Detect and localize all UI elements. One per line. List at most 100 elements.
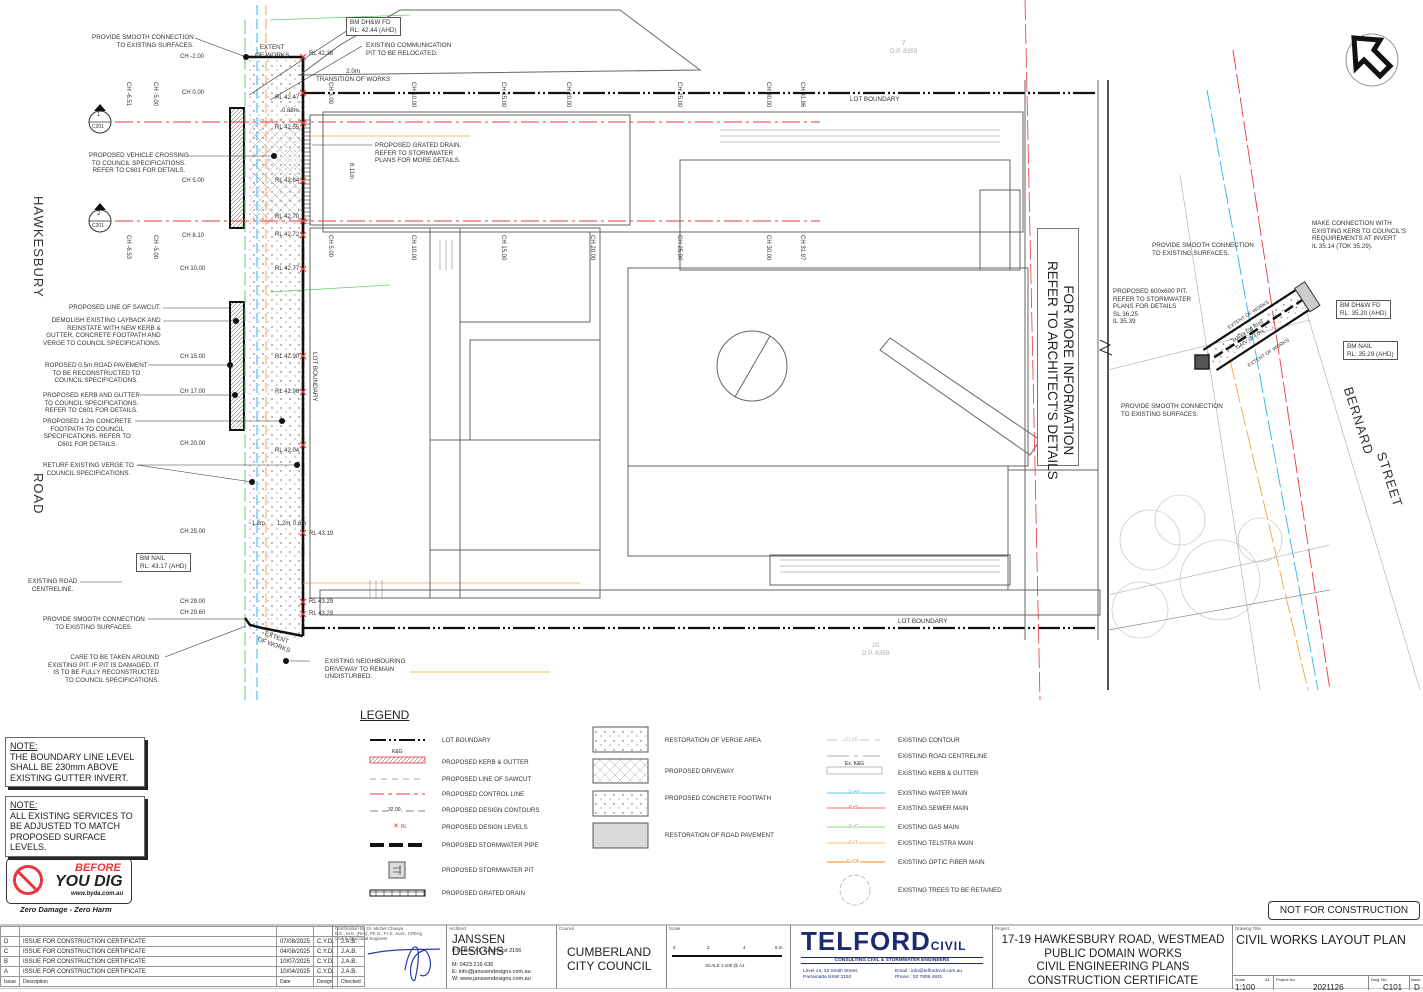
label-transition: 2.0m TRANSITION OF WORKS [316, 68, 391, 83]
design-level: RL 42.77 [275, 266, 300, 272]
design-level: RL 43.19 [309, 531, 334, 537]
byd-url: www.byda.com.au [71, 891, 124, 897]
chainage-mid: CH 31.97 [799, 235, 805, 261]
drawing-title-cell: Drawing Title CIVIL WORKS LAYOUT PLAN Sc… [1232, 925, 1423, 992]
note-boundary-level: NOTE: THE BOUNDARY LINE LEVEL SHALL BE 2… [5, 737, 145, 787]
driveway-area [250, 118, 302, 224]
legend-item: PROPOSED GRATED DRAIN [442, 890, 526, 897]
label-neighbour-driveway: EXISTING NEIGHBOURING DRIVEWAY TO REMAIN… [325, 658, 406, 681]
design-level: RL 42.38 [309, 51, 334, 57]
byd-before: BEFORE [75, 862, 121, 874]
label-make-connection: MAKE CONNECTION WITH EXISTING KERB TO CO… [1312, 220, 1407, 250]
design-level: RL 43.29 [309, 599, 334, 605]
not-for-construction-stamp: NOT FOR CONSTRUCTION [1268, 901, 1420, 920]
label-lot-boundary-top: LOT BOUNDARY [850, 96, 900, 103]
before-you-dig-logo: BEFORE YOU DIG www.byda.com.au [6, 858, 132, 904]
no-dig-icon [13, 865, 43, 895]
chainage-top: CH 10.00 [410, 82, 416, 108]
label-lot-boundary-side: LOT BOUNDARY [311, 352, 318, 402]
legend-rl-symbol: ✕ RL [393, 823, 408, 830]
project-cell: Project 17-19 HAWKESBURY ROAD, WESTMEAD … [992, 925, 1233, 989]
label-demolish-layback: DEMOLISH EXISTING LAYBACK AND REINSTATE … [43, 317, 161, 347]
legend-item: EXISTING ROAD CENTRELINE [898, 753, 988, 760]
proposed-pit-inset [1194, 354, 1210, 370]
benchmark-nail-right: BM NAIL RL: 35.29 (AHD) [1343, 341, 1398, 361]
section-2-ref: C201 [92, 223, 104, 229]
firm-logo: TELFORDCIVIL [801, 926, 967, 956]
design-level: RL 42.47 [275, 95, 300, 101]
legend-gas-symbol: ExG [849, 824, 859, 830]
legend-item: PROPOSED DESIGN LEVELS [442, 824, 528, 831]
note-body: ALL EXISTING SERVICES TO BE ADJUSTED TO … [10, 810, 133, 853]
design-level: RL 43.29 [309, 611, 334, 617]
section-chainage: CH -5.00 [152, 235, 158, 260]
architect-cell: Architect JANSSEN DESIGNS P.O. Box 41, K… [446, 925, 555, 989]
label-grated-drain: PROPOSED GRATED DRAIN. REFER TO STORMWAT… [375, 142, 462, 165]
legend-item: PROPOSED LINE OF SAWCUT [442, 776, 532, 783]
legend-contour-symbol: 32.00 [388, 807, 401, 813]
firm-cell: TELFORDCIVIL CONSULTING CIVIL & STORMWAT… [790, 925, 991, 989]
council-name: CUMBERLAND CITY COUNCIL [567, 945, 652, 973]
label-smooth-connection-top: PROVIDE SMOOTH CONNECTION TO EXISTING SU… [92, 34, 194, 49]
design-level: RL 42.04 [275, 448, 300, 454]
legend-ex-kg-symbol: Ex. K&G [845, 761, 865, 767]
design-level: RL 42.72 [275, 232, 300, 238]
legend-item: EXISTING WATER MAIN [898, 790, 968, 797]
signature [367, 946, 441, 981]
chainage-label: CH 10.00 [180, 266, 206, 272]
label-kerb-gutter: PROPOSED KERB AND GUTTER TO COUNCIL SPEC… [43, 392, 140, 415]
legend-item: EXISTING KERB & GUTTER [898, 770, 979, 777]
chainage-top: CH 3.00 [327, 82, 333, 105]
legend-symbols [369, 726, 885, 906]
legend-item: RESTORATION OF VERGE AREA [665, 737, 762, 744]
legend-water-symbol: ExW [849, 790, 860, 796]
label-road-centreline: EXISTING ROAD CENTRELINE. [28, 578, 78, 593]
note-title: NOTE: [10, 800, 38, 810]
legend-item: PROPOSED STORMWATER PIPE [442, 842, 539, 849]
design-level: RL 42.96 [275, 389, 300, 395]
legend-optic-symbol: ExOF [847, 859, 860, 865]
chainage-label: CH 29.60 [180, 610, 206, 616]
dim-label: 1.2m [277, 521, 291, 527]
label-returf-verge: RETURF EXISTING VERGE TO COUNCIL SPECIFI… [43, 462, 134, 477]
chainage-mid: CH 25.00 [676, 235, 682, 261]
benchmark-nail-left: BM NAIL RL: 43.17 (AHD) [136, 553, 191, 573]
legend-item: EXISTING GAS MAIN [898, 824, 959, 831]
design-level: RL 42.70 [275, 214, 300, 220]
architect-name: JANSSEN DESIGNS [452, 934, 506, 958]
legend-item: EXISTING TELSTRA MAIN [898, 840, 974, 847]
legend-item: PROPOSED DESIGN CONTOURS [442, 807, 540, 814]
stormwater-pipe-inset [1202, 281, 1321, 371]
road-pavement-strip-1 [229, 107, 245, 229]
legend-item: EXISTING SEWER MAIN [898, 805, 969, 812]
north-arrow-icon [1345, 33, 1399, 87]
label-smooth-connection-right-top: PROVIDE SMOOTH CONNECTION TO EXISTING SU… [1152, 242, 1254, 257]
street-name-road: ROAD [31, 473, 46, 515]
chainage-label: CH 25.00 [180, 529, 206, 535]
section-1-number: 1 [97, 112, 101, 118]
label-road-pavement: ROPOSED 0.5m ROAD PAVEMENT TO BE RECONST… [45, 362, 148, 385]
chainage-top: CH 31.96 [799, 82, 805, 108]
legend-item: EXISTING CONTOUR [898, 737, 960, 744]
chainage-top: CH 25.00 [676, 82, 682, 108]
section-marker-2 [88, 203, 112, 233]
architect-note-box: FOR MORE INFORMATION REFER TO ARCHITECT'… [1037, 228, 1079, 480]
section-marker-1 [88, 104, 112, 134]
legend-item: LOT BOUNDARY [442, 737, 491, 744]
chainage-label: CH 17.00 [180, 389, 206, 395]
legend-title: LEGEND [360, 708, 410, 722]
scale-text: SCALE 1:100 @ A1 [705, 963, 745, 968]
byd-you-dig: YOU DIG [55, 873, 123, 890]
architect-note-text: FOR MORE INFORMATION REFER TO ARCHITECT'… [1045, 261, 1076, 480]
legend-kg-symbol: K&G [392, 749, 403, 755]
legend-item: RESTORATION OF ROAD PAVEMENT [665, 832, 774, 839]
design-level: RL 42.64 [275, 178, 300, 184]
chainage-top: CH 15.00 [500, 82, 506, 108]
design-level: RL 42.55 [275, 125, 300, 131]
chainage-label: CH 15.00 [180, 354, 206, 360]
